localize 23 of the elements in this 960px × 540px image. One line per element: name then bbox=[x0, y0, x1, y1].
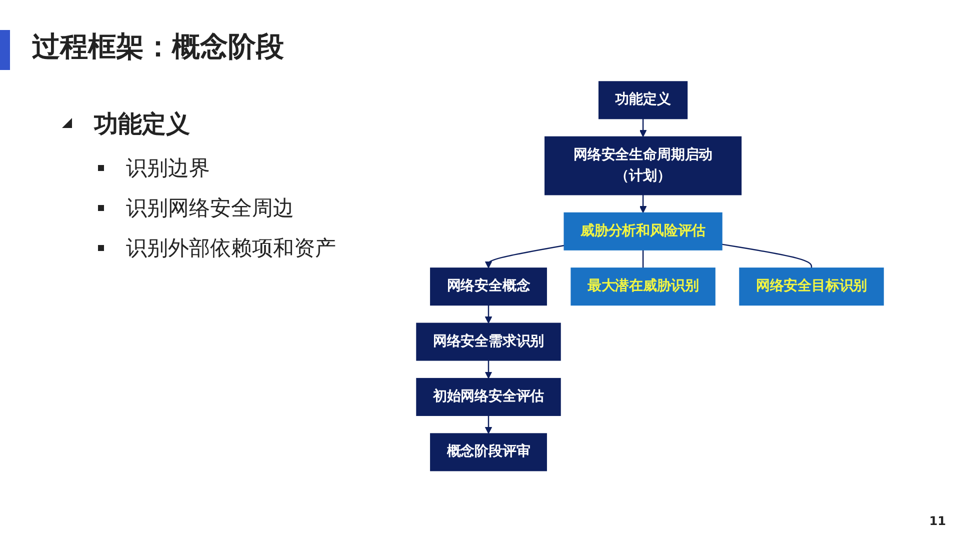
node-box: 网络安全目标识别 bbox=[739, 268, 884, 306]
arrow bbox=[484, 244, 564, 268]
arrow bbox=[484, 360, 492, 379]
bullet-text: 识别边界 bbox=[126, 155, 210, 182]
bullet-heading: 功能定义 bbox=[94, 109, 190, 140]
bullet-text: 识别外部依赖项和资产 bbox=[126, 235, 336, 262]
node-box: 网络安全概念 bbox=[430, 268, 547, 306]
arrow bbox=[639, 118, 647, 138]
slide-title: 过程框架：概念阶段 bbox=[32, 29, 284, 65]
node-box: 最大潜在威胁识别 bbox=[570, 268, 716, 306]
connector bbox=[642, 250, 644, 268]
node-box: 功能定义 bbox=[598, 81, 688, 120]
node-box: 初始网络安全评估 bbox=[416, 378, 561, 416]
node-box: 网络安全需求识别 bbox=[416, 322, 561, 361]
node-box: 威胁分析和风险评估 bbox=[564, 212, 722, 250]
arrow bbox=[484, 416, 492, 434]
connector bbox=[722, 244, 812, 268]
page-number: 11 bbox=[929, 514, 946, 528]
node-box: 网络安全生命周期启动（计划） bbox=[544, 136, 742, 196]
arrow bbox=[639, 194, 647, 214]
bullet-text: 识别网络安全周边 bbox=[126, 195, 294, 222]
arrow bbox=[484, 305, 492, 324]
node-box: 概念阶段评审 bbox=[430, 433, 547, 472]
